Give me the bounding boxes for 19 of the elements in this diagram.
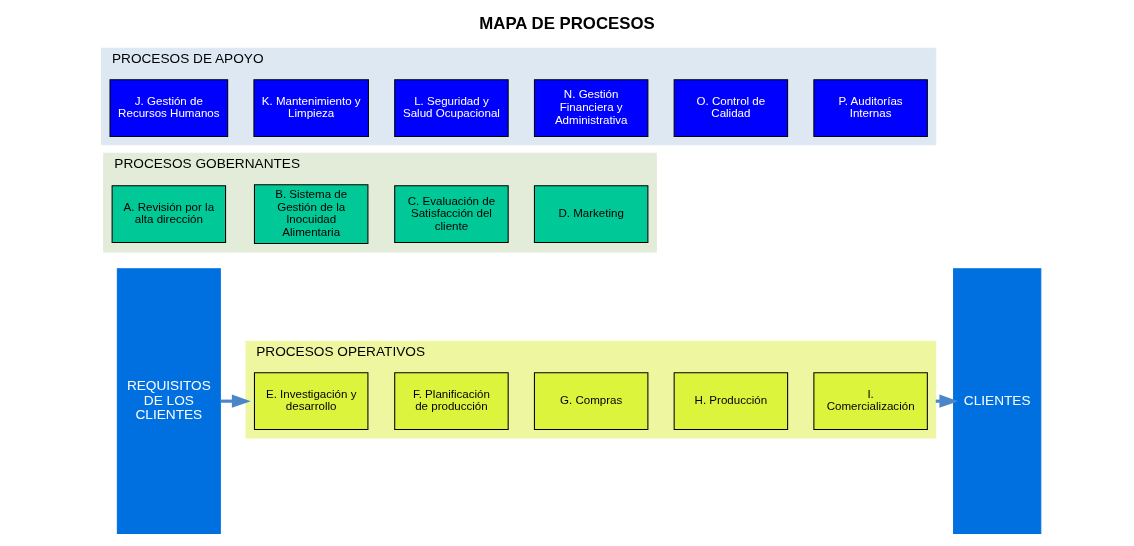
node-box: A. Revisión por la alta dirección	[111, 185, 227, 244]
node-box: E. Investigación y desarrollo	[253, 372, 369, 431]
node-box: G. Compras	[533, 372, 649, 431]
node-box: REQUISITOS DE LOS CLIENTES	[116, 268, 221, 535]
node-box: O. Control de Calidad	[673, 79, 789, 137]
node-box: L. Seguridad y Salud Ocupacional	[394, 79, 509, 137]
node-box: CLIENTES	[953, 268, 1042, 535]
node-box: H. Producción	[673, 372, 789, 431]
arrow	[220, 394, 251, 408]
node-box: C. Evaluación de Satisfacción del cliente	[394, 185, 509, 244]
node-box: B. Sistema de Gestión de la Inocuidad Alimentaria	[253, 184, 369, 245]
node-box: N. Gestión Financiera y Administrativa	[533, 79, 649, 137]
node-box: J. Gestión de Recursos Humanos	[109, 79, 229, 137]
diagram-title: MAPA DE PROCESOS	[479, 14, 655, 34]
node-box: P. Auditorías Internas	[813, 79, 928, 137]
node-box: D. Marketing	[533, 185, 649, 244]
node-box: K. Mantenimiento y Limpieza	[253, 79, 369, 137]
node-box: I. Comercialización	[813, 372, 928, 431]
node-box: F. Planificación de producción	[394, 372, 509, 431]
